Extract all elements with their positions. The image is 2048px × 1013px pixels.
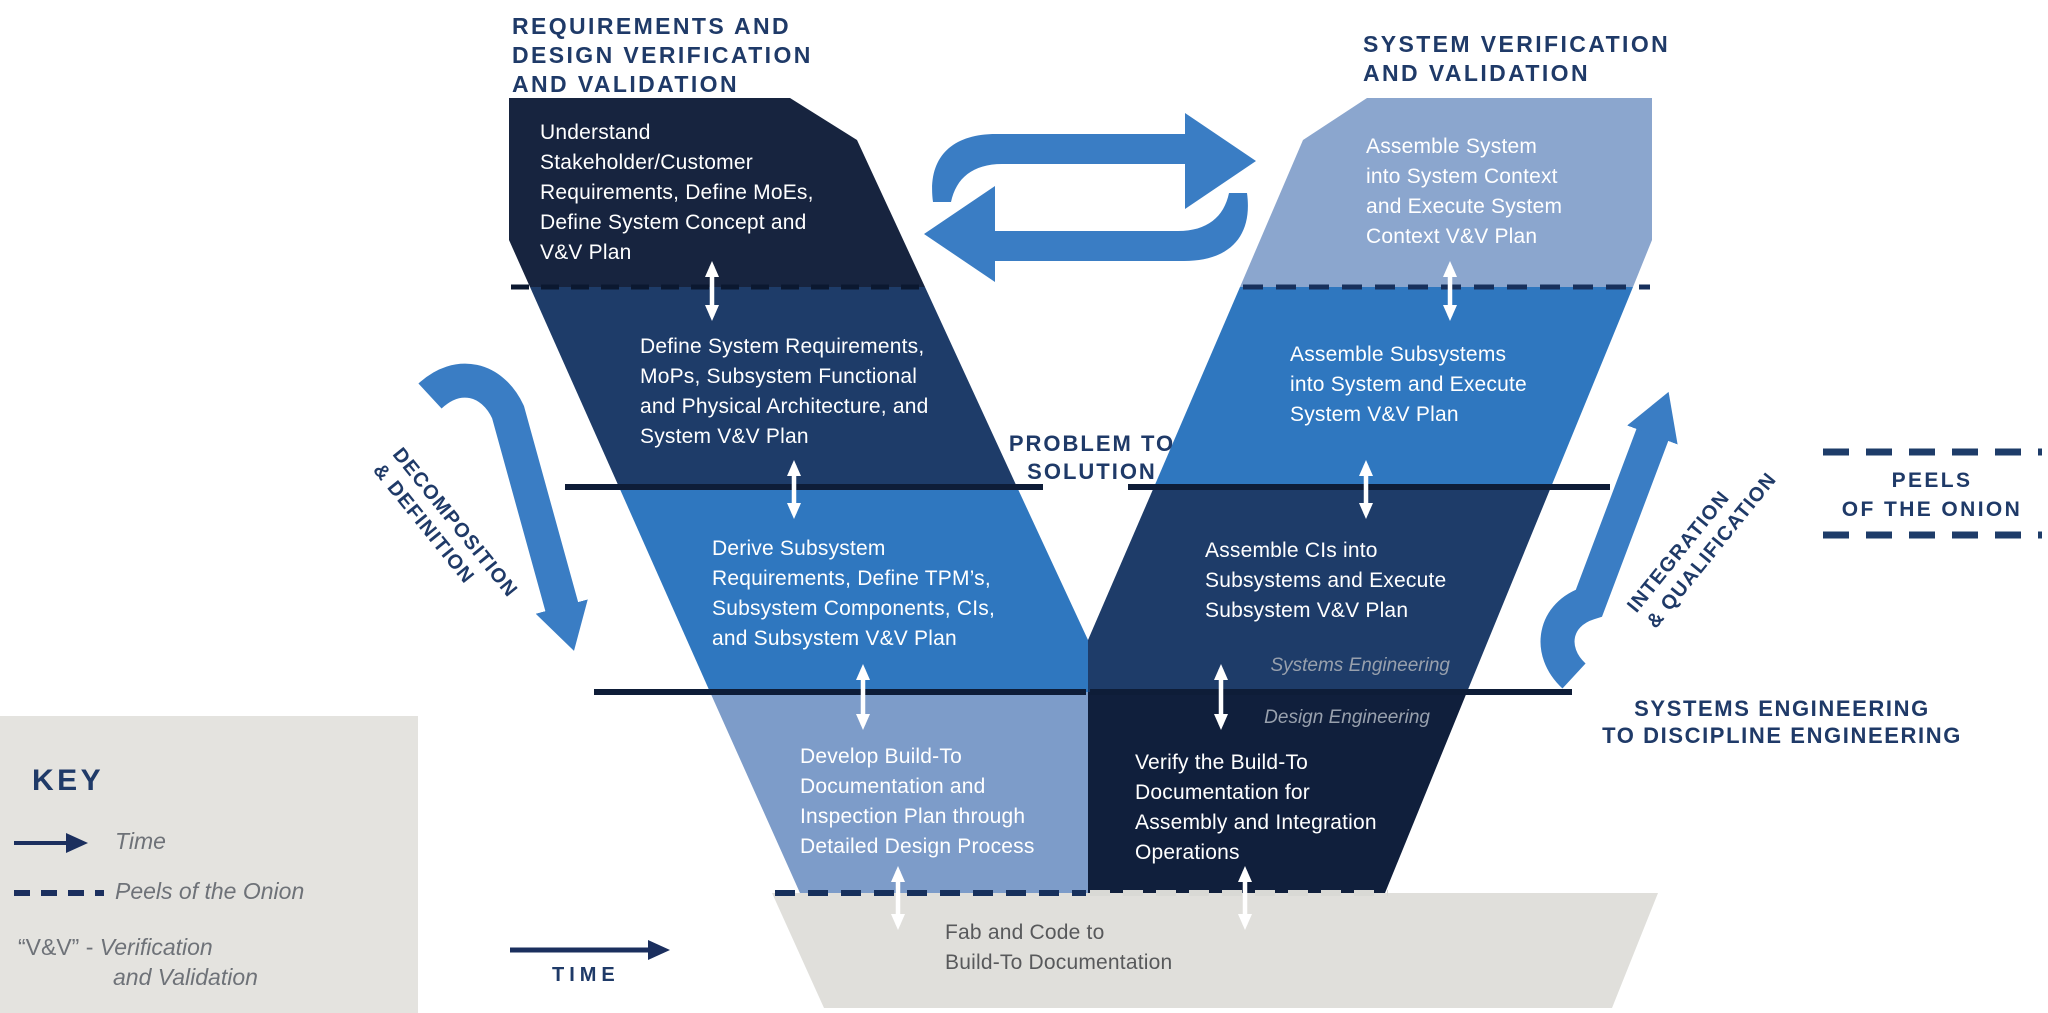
stage-fab-and-code: Fab and Code to Build-To Documentation — [945, 918, 1172, 978]
stage-line: Build-To Documentation — [945, 951, 1173, 974]
stage-develop-build-to: Develop Build-To Documentation and Inspe… — [800, 742, 1035, 862]
stage-line: Develop Build-To — [800, 745, 962, 768]
key-vv-line: Verification — [99, 934, 213, 960]
stage-line: Stakeholder/Customer — [540, 151, 753, 174]
systems-to-discipline-label: SYSTEMS ENGINEERING TO DISCIPLINE ENGINE… — [1552, 695, 2012, 749]
title-line: AND VALIDATION — [1363, 60, 1590, 86]
integration-qualification-label: INTEGRATION & QUALIFICATION — [1622, 452, 1782, 634]
stage-line: Operations — [1135, 841, 1240, 864]
stage-line: Assemble CIs into — [1205, 539, 1378, 562]
label-line: PEELS — [1891, 469, 1973, 492]
stage-line: Requirements, Define MoEs, — [540, 181, 814, 204]
label-line: PROBLEM TO — [1008, 431, 1176, 456]
stage-line: Define System Requirements, — [640, 335, 925, 358]
key-vv-prefix: “V&V” - — [18, 934, 94, 960]
key-vv-line2: and Validation — [113, 964, 258, 990]
stage-line: System V&V Plan — [1290, 403, 1459, 426]
base-band-fab-and-code — [772, 893, 1658, 1008]
integration-arrow-icon — [1540, 391, 1678, 689]
decomposition-definition-label: DECOMPOSITION & DEFINITION — [367, 443, 523, 619]
title-line: SYSTEM VERIFICATION — [1363, 31, 1671, 57]
title-requirements-design-vv: REQUIREMENTS AND DESIGN VERIFICATION AND… — [512, 12, 813, 99]
stage-line: Detailed Design Process — [800, 835, 1035, 858]
key-peels-label: Peels of the Onion — [115, 878, 305, 904]
stage-line: and Execute System — [1366, 195, 1563, 218]
key-time-label: Time — [115, 828, 166, 854]
peels-of-the-onion-label: PEELS OF THE ONION — [1820, 466, 2044, 524]
label-line: SOLUTION — [1027, 459, 1157, 484]
stage-line: Define System Concept and — [540, 211, 807, 234]
stage-line: Documentation and — [800, 775, 986, 798]
stage-line: Inspection Plan through — [800, 805, 1026, 828]
stage-line: Assemble System — [1366, 135, 1538, 158]
stage-line: Documentation for — [1135, 781, 1310, 804]
key-vv-row: “V&V” - Verification — [18, 934, 213, 961]
stage-assemble-cis: Assemble CIs into Subsystems and Execute… — [1205, 536, 1446, 626]
stage-line: and Physical Architecture, and — [640, 395, 929, 418]
stage-line: Subsystem V&V Plan — [1205, 599, 1409, 622]
stage-line: Derive Subsystem — [712, 537, 886, 560]
stage-line: Assemble Subsystems — [1290, 343, 1507, 366]
cycle-arrow-right-icon — [932, 113, 1256, 209]
stage-line: Context V&V Plan — [1366, 225, 1538, 248]
title-line: AND VALIDATION — [512, 71, 739, 97]
cycle-arrow-left-icon — [924, 186, 1248, 282]
stage-line: Verify the Build-To — [1135, 751, 1309, 774]
stage-line: MoPs, Subsystem Functional — [640, 365, 918, 388]
time-axis-label: TIME — [552, 964, 620, 986]
title-line: REQUIREMENTS AND — [512, 13, 792, 39]
title-system-vv: SYSTEM VERIFICATION AND VALIDATION — [1363, 30, 1670, 88]
stage-assemble-system-context: Assemble System into System Context and … — [1366, 132, 1562, 252]
stage-define-system-requirements: Define System Requirements, MoPs, Subsys… — [640, 332, 929, 452]
stage-line: Subsystems and Execute — [1205, 569, 1447, 592]
stage-line: into System and Execute — [1290, 373, 1527, 396]
stage-line: V&V Plan — [540, 241, 632, 264]
stage-line: Understand — [540, 121, 651, 144]
stage-line: Assembly and Integration — [1135, 811, 1377, 834]
problem-to-solution-label: PROBLEM TO SOLUTION — [987, 430, 1197, 486]
systems-engineering-label: Systems Engineering — [1270, 655, 1450, 676]
stage-line: into System Context — [1366, 165, 1558, 188]
label-line: TO DISCIPLINE ENGINEERING — [1602, 723, 1962, 748]
stage-line: Requirements, Define TPM’s, — [712, 567, 991, 590]
label-line: OF THE ONION — [1841, 498, 2023, 521]
stage-assemble-subsystems: Assemble Subsystems into System and Exec… — [1290, 340, 1527, 430]
stage-derive-subsystem-requirements: Derive Subsystem Requirements, Define TP… — [712, 534, 995, 654]
label-line: SYSTEMS ENGINEERING — [1634, 696, 1930, 721]
key-legend-box — [0, 716, 418, 1013]
stage-verify-build-to: Verify the Build-To Documentation for As… — [1135, 748, 1377, 868]
stage-line: Fab and Code to — [945, 921, 1105, 944]
title-line: DESIGN VERIFICATION — [512, 42, 813, 68]
stage-understand-stakeholder: Understand Stakeholder/Customer Requirem… — [540, 118, 814, 268]
stage-line: and Subsystem V&V Plan — [712, 627, 957, 650]
design-engineering-label: Design Engineering — [1264, 707, 1430, 728]
stage-line: System V&V Plan — [640, 425, 809, 448]
key-heading: KEY — [32, 764, 105, 797]
stage-line: Subsystem Components, CIs, — [712, 597, 995, 620]
